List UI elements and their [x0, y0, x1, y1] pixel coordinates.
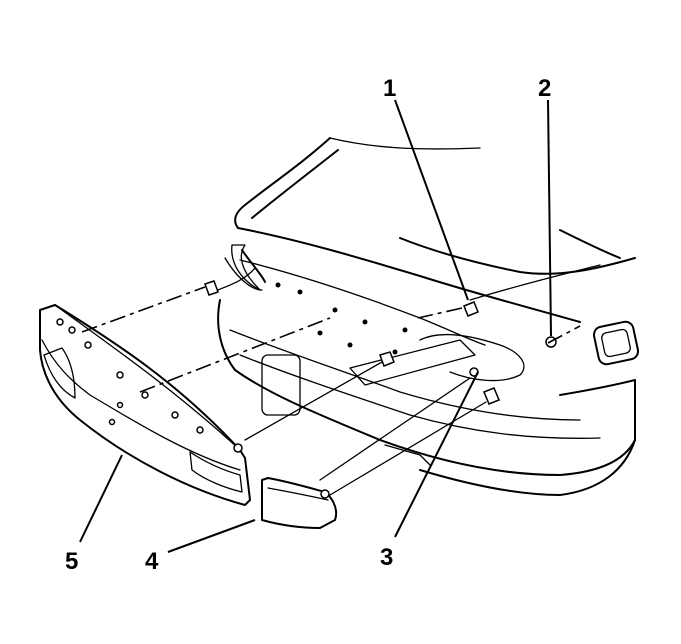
guide-line: [329, 401, 487, 496]
lamp-mid-line: [41, 339, 241, 471]
lamp-stud: [84, 341, 92, 349]
lamp-lock: [108, 418, 116, 426]
mount-hole: [362, 319, 368, 325]
trunk-seam: [399, 237, 636, 275]
socket-center: [379, 351, 395, 367]
license-pocket: [349, 339, 476, 386]
fascia-opening: [261, 354, 301, 416]
leader-2: [547, 99, 552, 337]
socket-left: [204, 280, 219, 296]
rear-lamp-assembly-5: [39, 304, 251, 506]
callout-4: 4: [145, 548, 159, 575]
callout-5: 5: [65, 548, 78, 575]
callout-2: 2: [538, 75, 551, 102]
mount-hole: [392, 349, 398, 355]
mount-hole: [332, 307, 338, 313]
guide-line: [244, 361, 383, 441]
lamp-connector: [233, 443, 243, 453]
lamp-stud: [116, 371, 124, 379]
nut-1: [463, 301, 479, 317]
lamp-stud: [196, 426, 204, 434]
lamp-stud: [141, 391, 149, 399]
socket-right: [483, 387, 500, 405]
panel-edge: [239, 259, 486, 346]
guide-line: [547, 325, 581, 344]
fascia-bracket: [384, 444, 431, 466]
leader-5: [79, 454, 123, 543]
callout-1: 1: [383, 75, 396, 102]
roof-line: [329, 137, 481, 150]
lamp-stud: [56, 318, 64, 326]
fascia-side-corner: [559, 379, 636, 441]
guide-line: [319, 377, 471, 481]
wiring-bundle: [419, 333, 525, 382]
mount-hole: [402, 327, 408, 333]
car-body: [231, 137, 636, 323]
side-lamp-edge: [267, 487, 329, 501]
fascia-outline: [217, 299, 636, 476]
fascia-line-2: [239, 354, 601, 439]
callout-3: 3: [380, 544, 393, 571]
rear-window-edge-inner: [251, 149, 339, 219]
side-lamp-connector: [320, 489, 330, 499]
side-reflector-inner: [601, 328, 631, 358]
trunk-panel: [217, 257, 525, 386]
mount-hole: [297, 289, 303, 295]
leader-3: [394, 371, 479, 538]
lamp-stud: [68, 326, 76, 334]
side-lamp-4: [261, 477, 338, 529]
leader-1: [394, 99, 469, 301]
trunk-lid-edge: [237, 227, 581, 323]
rear-window-edge: [234, 137, 331, 229]
side-reflector: [592, 320, 640, 366]
rear-fascia: [217, 299, 640, 496]
lamp-emblem: [116, 401, 124, 409]
left-connector-wire: [224, 257, 263, 291]
guide-line: [417, 307, 463, 319]
lamp-left-lens: [43, 347, 76, 399]
lamp-stud: [171, 411, 179, 419]
guide-line: [81, 286, 206, 333]
alignment-lines: [81, 286, 581, 496]
lamp-top-edge: [54, 304, 241, 451]
side-lamp-outline: [261, 477, 338, 529]
mount-hole: [347, 342, 353, 348]
left-connector-harness: [217, 267, 256, 291]
callout-labels: 1 2 3 4 5: [65, 75, 551, 575]
body-crease: [469, 264, 601, 301]
mount-hole: [275, 282, 281, 288]
guide-line: [139, 317, 331, 393]
fender-edge: [559, 229, 621, 259]
leader-4: [167, 519, 256, 553]
lamp-right-lens: [189, 451, 243, 493]
lamp-assembly-outline: [39, 304, 251, 506]
mount-hole: [317, 330, 323, 336]
callout-leaders: [79, 99, 552, 553]
fascia-line-1: [229, 329, 581, 421]
fascia-lower-edge: [419, 439, 636, 496]
